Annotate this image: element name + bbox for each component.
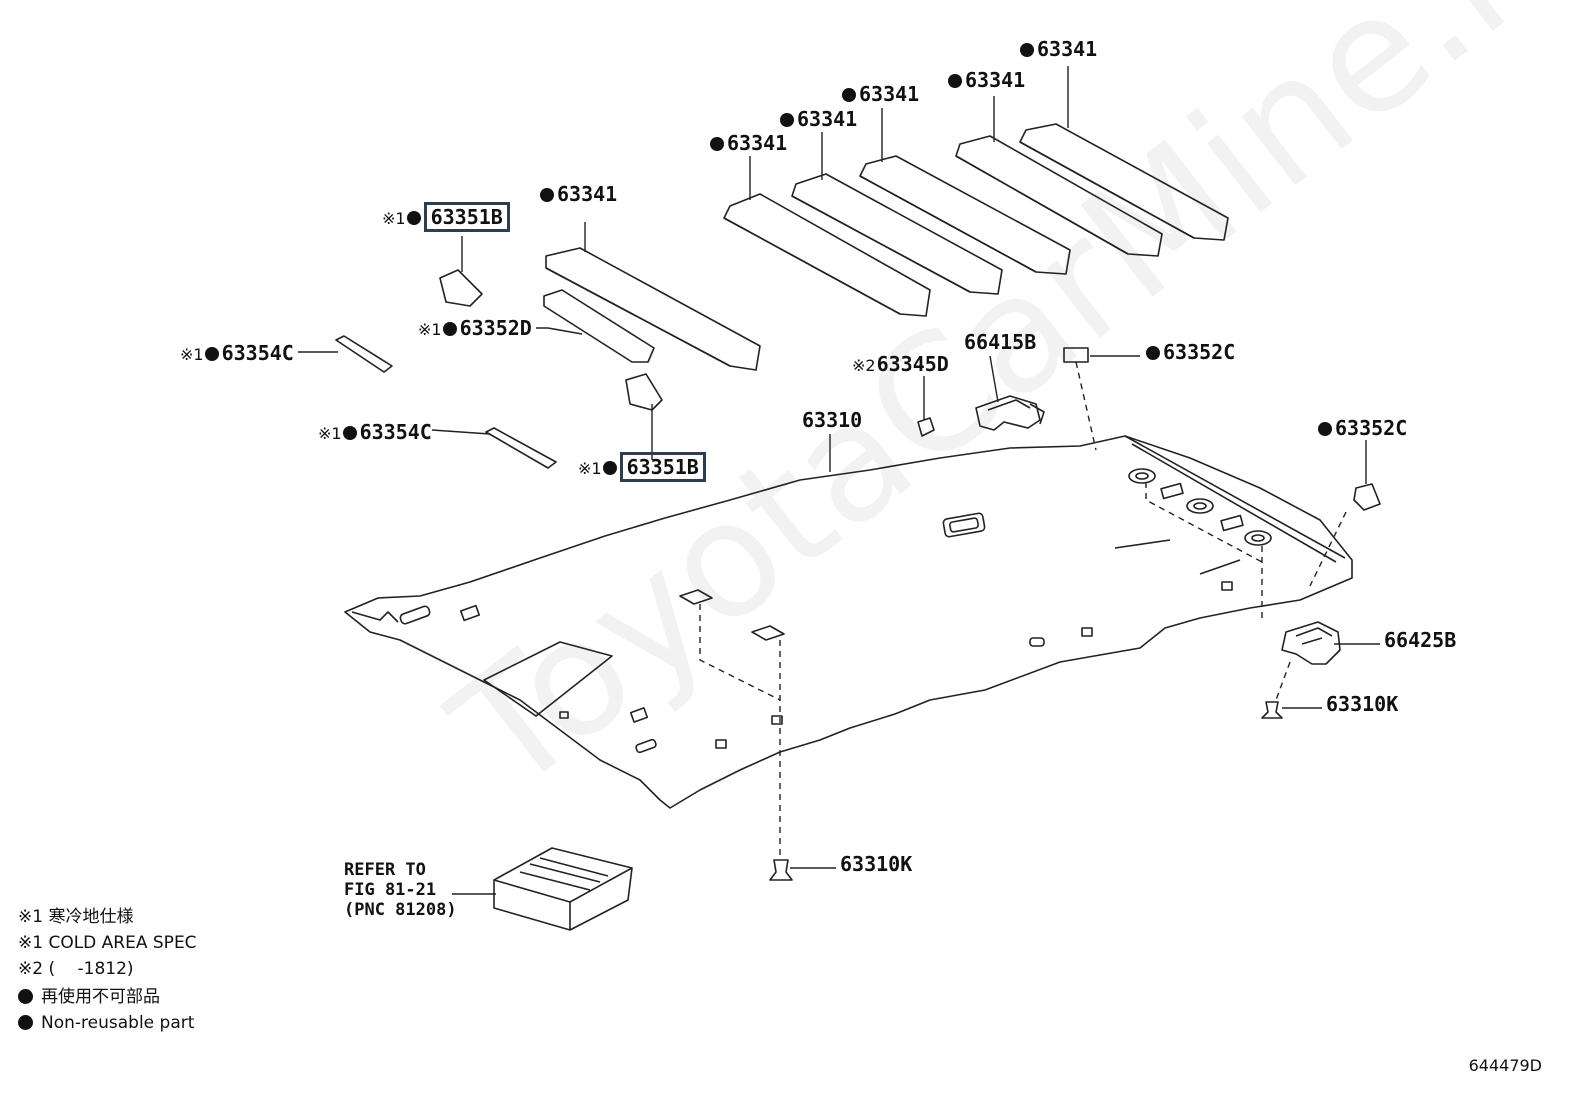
label-63352c-a: 63352C (1146, 340, 1235, 364)
bracket-66425b (1281, 621, 1341, 665)
nonreusable-dot-icon (842, 88, 856, 102)
label-66415b: 66415B (964, 330, 1037, 354)
label-63352c-b: 63352C (1318, 416, 1407, 440)
bracket-66415b (975, 395, 1041, 431)
label-63310k-a: 63310K (1326, 692, 1399, 716)
legend-nonreusable-en: Non-reusable part (18, 1012, 194, 1034)
highlight-box: 63351B (619, 452, 706, 482)
nonreusable-dot-icon (406, 211, 421, 225)
figure-code: 644479D (1468, 1056, 1542, 1075)
insulation-strips (545, 123, 1229, 371)
label-66425b: 66425B (1384, 628, 1457, 652)
nonreusable-dot-icon (710, 137, 724, 151)
label-63345d: ※263345D (852, 352, 949, 376)
nonreusable-dot-icon (342, 426, 357, 440)
nonreusable-dot-icon (204, 347, 219, 361)
label-63341-f: 63341 (1020, 37, 1097, 61)
map-lamp (493, 847, 633, 931)
nonreusable-dot-icon (1020, 43, 1034, 57)
label-63310k-b: 63310K (840, 852, 913, 876)
label-63310: 63310 (802, 408, 863, 432)
legend-cold-area-jp: ※1 寒冷地仕様 (18, 907, 134, 927)
nonreusable-dot-icon (540, 188, 554, 202)
nonreusable-dot-icon (18, 989, 33, 1004)
legend-cold-area-en: ※1 COLD AREA SPEC (18, 933, 197, 953)
legend-note-2: ※2 ( -1812) (18, 959, 134, 979)
nonreusable-dot-icon (442, 322, 457, 336)
nonreusable-dot-icon (602, 461, 617, 475)
label-63341-d: 63341 (842, 82, 919, 106)
nonreusable-dot-icon (1146, 346, 1160, 360)
label-63341-c: 63341 (780, 107, 857, 131)
headliner-panel (344, 435, 1353, 809)
nonreusable-dot-icon (18, 1015, 33, 1030)
refer-note: REFER TO FIG 81-21 (PNC 81208) (344, 860, 457, 920)
label-63341-e: 63341 (948, 68, 1025, 92)
highlight-box: 63351B (423, 202, 510, 232)
nonreusable-dot-icon (1318, 422, 1332, 436)
nonreusable-dot-icon (948, 74, 962, 88)
sunroof-cutout (483, 641, 613, 717)
label-63341-b: 63341 (710, 131, 787, 155)
legend-nonreusable-jp: 再使用不可部品 (18, 986, 160, 1008)
nonreusable-dot-icon (780, 113, 794, 127)
label-63341-a: 63341 (540, 182, 617, 206)
